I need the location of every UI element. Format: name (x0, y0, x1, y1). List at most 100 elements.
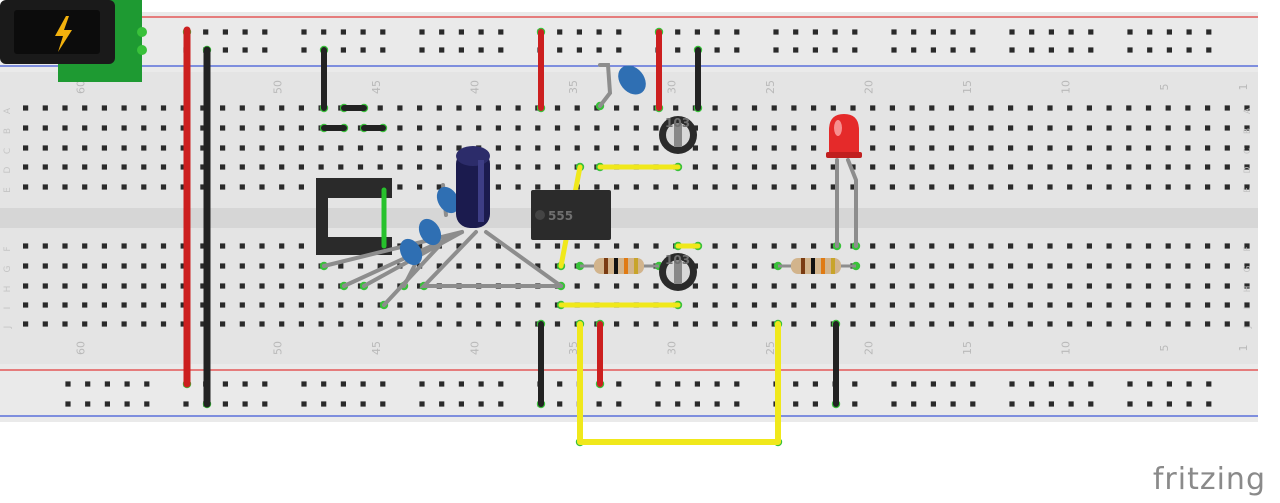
rail-hole (321, 381, 327, 387)
breadboard-hole (82, 125, 88, 131)
breadboard-hole (1145, 145, 1152, 151)
breadboard-hole (1244, 145, 1250, 151)
row-letter: J (3, 326, 13, 330)
breadboard-hole (1145, 164, 1152, 170)
breadboard-hole (1185, 145, 1191, 151)
breadboard-hole (259, 105, 265, 111)
breadboard-hole (633, 145, 639, 151)
rail-hole (380, 401, 386, 407)
rail-hole (734, 401, 740, 407)
breadboard-hole (200, 302, 206, 308)
breadboard-hole (515, 302, 521, 308)
breadboard-hole (200, 105, 206, 111)
rail-hole (596, 401, 602, 407)
breadboard-hole (988, 321, 994, 327)
rail-hole (478, 29, 484, 35)
rail-hole (596, 29, 602, 35)
breadboard-hole (1145, 302, 1152, 308)
breadboard-hole (732, 263, 738, 269)
breadboard-hole (791, 243, 797, 249)
breadboard-hole (141, 302, 147, 308)
rail-hole (911, 47, 917, 53)
breadboard-hole (357, 145, 364, 151)
breadboard-hole (259, 283, 265, 289)
breadboard-hole (42, 125, 48, 131)
rail-hole (930, 47, 936, 53)
breadboard-hole (476, 263, 482, 269)
breadboard-hole (791, 184, 797, 190)
breadboard-hole (909, 283, 915, 289)
breadboard-hole (1145, 321, 1152, 327)
breadboard-hole (1086, 302, 1092, 308)
breadboard-hole (614, 321, 620, 327)
rail-hole (262, 381, 268, 387)
rail-hole (557, 47, 563, 53)
breadboard-hole (298, 302, 304, 308)
row-letter: J (1243, 326, 1253, 330)
breadboard-hole (870, 125, 876, 131)
breadboard-hole (298, 164, 304, 170)
breadboard-hole (279, 164, 285, 170)
column-number: 5 (1158, 84, 1171, 91)
breadboard-hole (948, 184, 955, 190)
rail-hole (458, 401, 464, 407)
breadboard-hole (948, 263, 955, 269)
breadboard-hole (712, 145, 718, 151)
breadboard-hole (436, 184, 442, 190)
wire-yellow (577, 321, 781, 445)
rail-hole (478, 381, 484, 387)
rail-hole (360, 401, 366, 407)
rail-hole (616, 401, 622, 407)
breadboard-hole (495, 302, 501, 308)
breadboard-hole (1008, 184, 1014, 190)
breadboard-hole (751, 125, 758, 131)
breadboard-hole (1067, 302, 1073, 308)
breadboard-hole (397, 105, 403, 111)
rail-hole (242, 29, 248, 35)
breadboard-hole (988, 105, 994, 111)
breadboard-hole (751, 105, 758, 111)
breadboard-hole (1185, 243, 1191, 249)
trimmer-label: 103 (665, 116, 690, 130)
breadboard-hole (712, 302, 718, 308)
breadboard-hole (1205, 302, 1211, 308)
breadboard-hole (830, 164, 836, 170)
breadboard-hole (633, 105, 639, 111)
pin-header (316, 178, 392, 255)
breadboard-hole (456, 125, 462, 131)
breadboard-hole (732, 164, 738, 170)
column-number: 20 (863, 341, 876, 355)
row-letter: E (3, 187, 13, 193)
rail-hole (773, 47, 779, 53)
breadboard-hole (101, 105, 107, 111)
breadboard-hole (751, 164, 758, 170)
breadboard-hole (121, 105, 127, 111)
breadboard-hole (771, 283, 777, 289)
breadboard-hole (1067, 243, 1073, 249)
breadboard-hole (1224, 302, 1230, 308)
breadboard-hole (1067, 105, 1073, 111)
breadboard-hole (1126, 125, 1132, 131)
rail-hole (714, 401, 720, 407)
breadboard-hole (82, 145, 88, 151)
breadboard-hole (220, 125, 226, 131)
rail-hole (596, 47, 602, 53)
breadboard-hole (1086, 321, 1092, 327)
row-letter: A (3, 107, 13, 114)
breadboard-hole (180, 283, 186, 289)
breadboard-hole (653, 184, 659, 190)
breadboard-hole (771, 302, 777, 308)
breadboard-hole (318, 283, 324, 289)
breadboard-hole (732, 302, 738, 308)
breadboard-hole (830, 283, 836, 289)
breadboard-hole (62, 302, 68, 308)
rail-hole (773, 29, 779, 35)
rail-hole (1088, 401, 1094, 407)
rail-hole (65, 381, 71, 387)
breadboard-hole (1165, 243, 1171, 249)
breadboard-hole (259, 184, 265, 190)
rail-hole (1068, 29, 1074, 35)
breadboard-hole (456, 145, 462, 151)
rail-hole (203, 29, 209, 35)
breadboard-hole (870, 184, 876, 190)
